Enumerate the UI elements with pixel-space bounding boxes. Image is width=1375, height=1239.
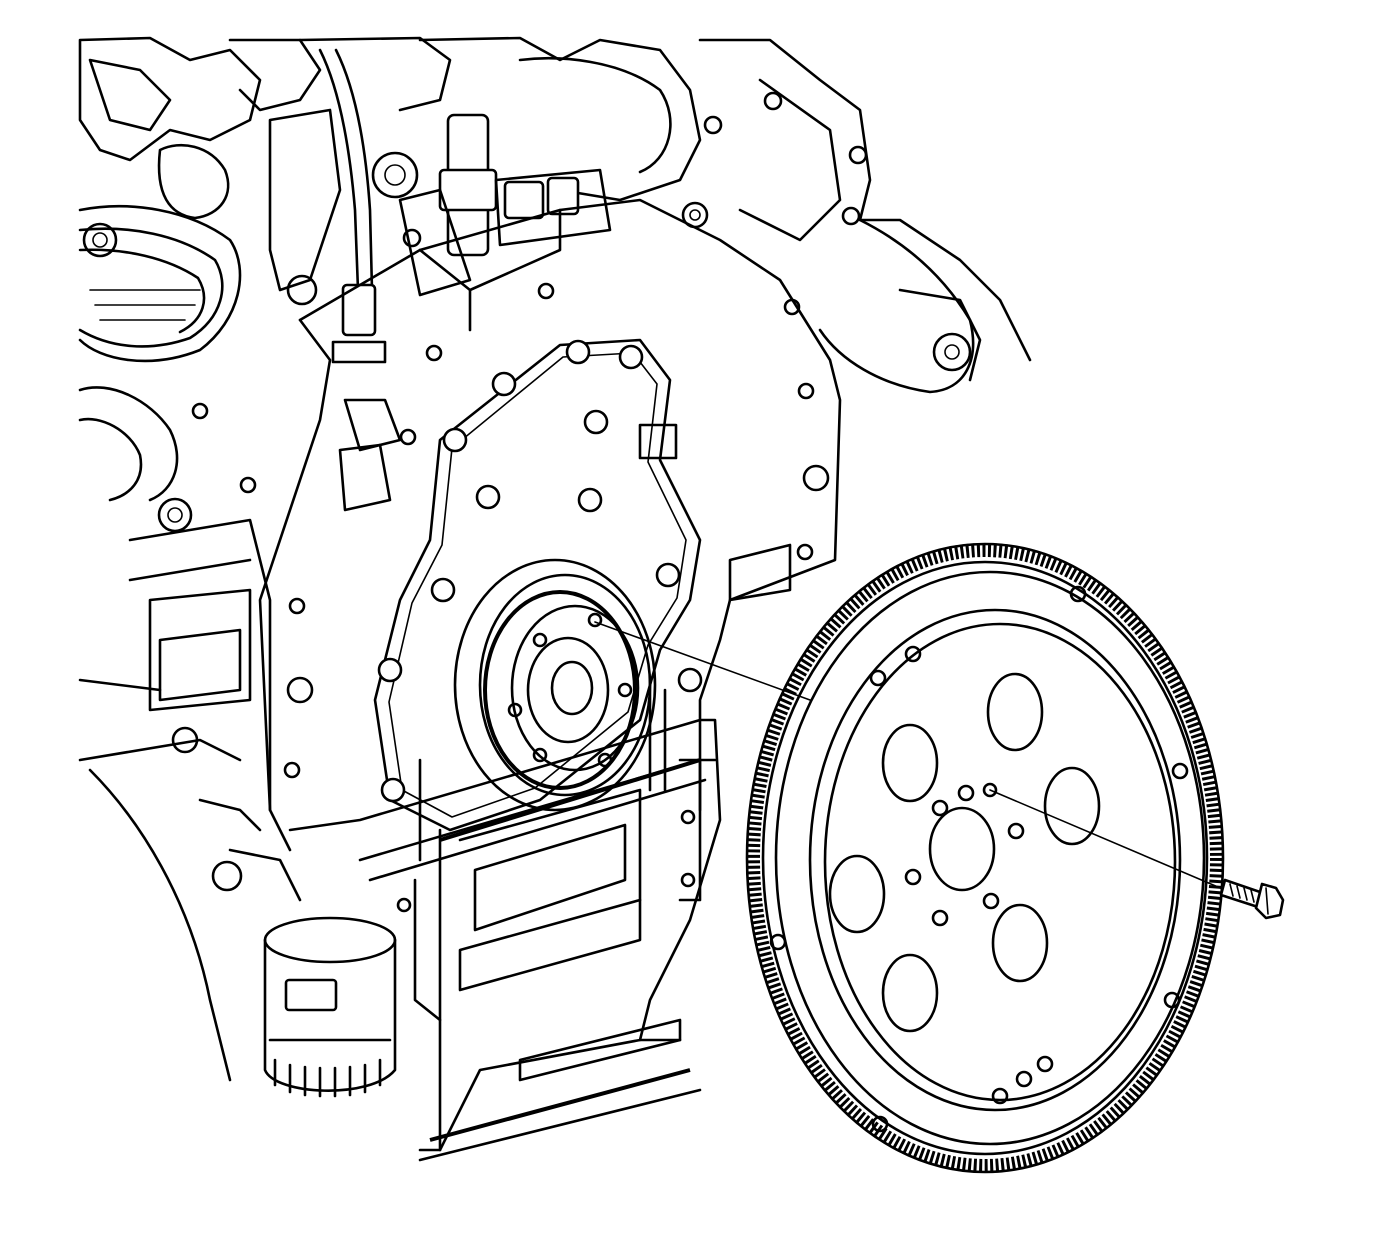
- leader-line-bolt-to-flexplate: [989, 789, 1226, 891]
- engine-block: [78, 36, 1032, 1162]
- crankshaft-flange: [453, 558, 657, 812]
- alignment-leader-lines: [594, 621, 1226, 891]
- upper-right-bracket: [681, 38, 1032, 394]
- flexplate-bolt: [1219, 878, 1285, 920]
- flexplate-hub: [904, 782, 1025, 927]
- flexplate: [745, 542, 1225, 1174]
- flexplate-lightening-holes: [828, 672, 1101, 1033]
- upper-accessories: [78, 36, 452, 364]
- left-side-components: [78, 386, 397, 1098]
- leader-line-crank-to-flexplate: [594, 621, 811, 701]
- bolt-head: [1254, 882, 1285, 920]
- oil-pan: [288, 678, 722, 1162]
- flexplate-disc-edge: [774, 570, 1206, 1146]
- flexplate-raised-ring: [808, 608, 1182, 1112]
- block-bolts: [191, 282, 830, 779]
- ring-gear-outer: [745, 542, 1225, 1174]
- block-face: [191, 198, 842, 852]
- flexplate-center-bore: [928, 806, 996, 892]
- ring-gear-teeth: [746, 543, 1224, 1173]
- flexplate-perimeter-holes: [769, 585, 1189, 1133]
- seal-housing-bolts: [377, 339, 703, 803]
- oil-filter: [263, 916, 397, 1098]
- ring-gear-root: [761, 560, 1209, 1156]
- top-sensor-assembly: [398, 36, 702, 297]
- rear-seal-housing: [373, 338, 703, 832]
